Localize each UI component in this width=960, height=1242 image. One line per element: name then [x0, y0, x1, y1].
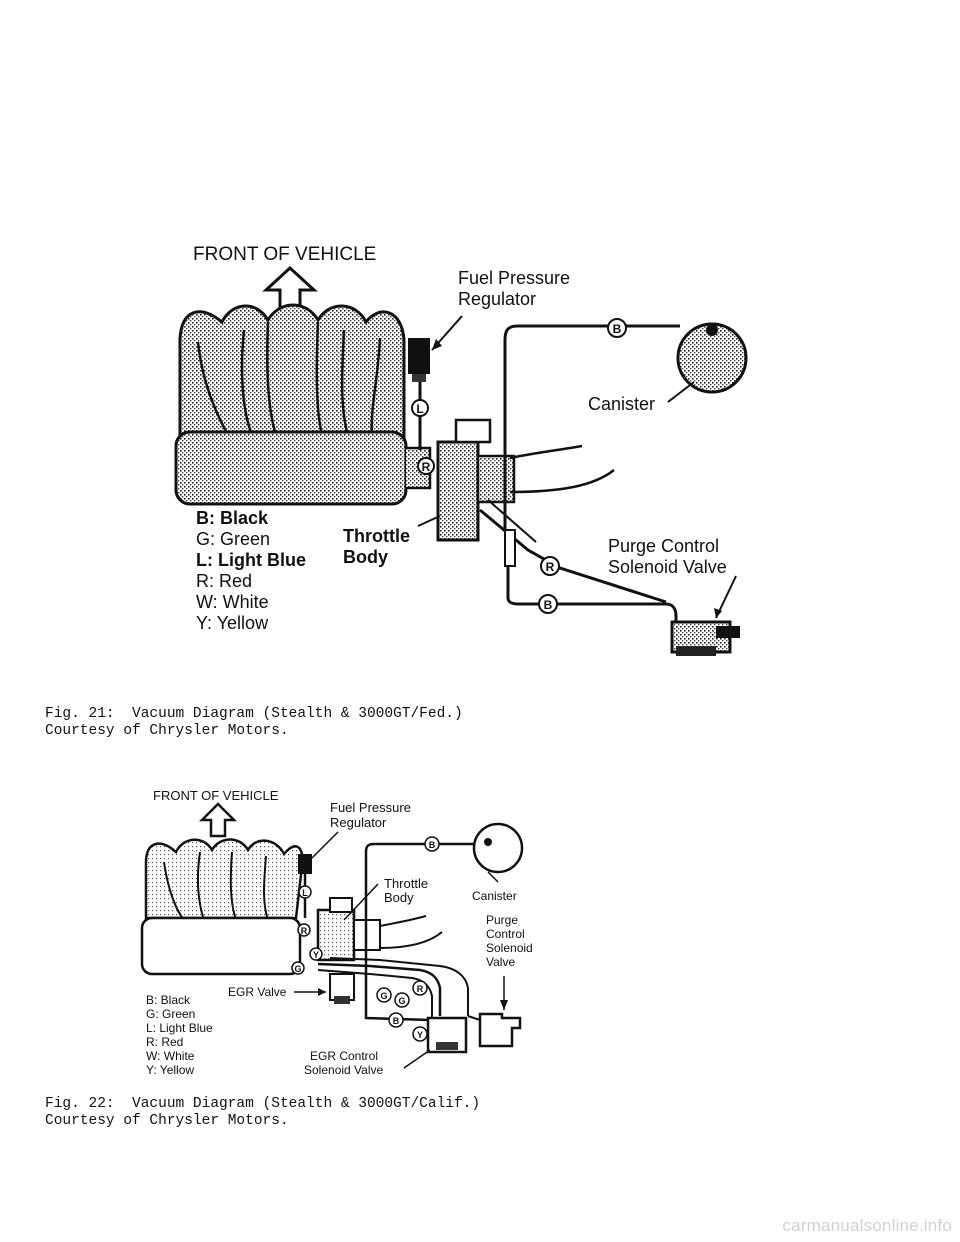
canister-label-2: Canister: [472, 889, 517, 903]
watermark: carmanualsonline.info: [782, 1216, 952, 1235]
figure-22-credit: Courtesy of Chrysler Motors.: [45, 1113, 289, 1129]
throttle-body: [436, 418, 516, 542]
hose-code-r-2: R: [546, 560, 555, 574]
figure-22-title: Fig. 22: Vacuum Diagram (Stealth & 3000G…: [45, 1096, 481, 1112]
legend-light-blue: L: Light Blue: [196, 550, 306, 570]
hose-code-g-1: G: [294, 964, 301, 974]
hose-code-b-1: B: [613, 322, 622, 336]
purge-control-solenoid-valve: [670, 620, 740, 656]
figure-21-credit: Courtesy of Chrysler Motors.: [45, 723, 289, 739]
egr-control-solenoid-valve: [426, 1016, 468, 1054]
hose-code-b-3: B: [429, 840, 436, 850]
hose-code-b-2: B: [544, 598, 553, 612]
legend-red-2: R: Red: [146, 1035, 183, 1049]
purge-control-label-2-3: Solenoid: [486, 941, 533, 955]
purge-control-label-2: Solenoid Valve: [608, 557, 727, 577]
hose-code-r-3: R: [301, 926, 308, 936]
legend-green-2: G: Green: [146, 1007, 195, 1021]
fuel-pressure-regulator-2: [298, 854, 312, 874]
legend-yellow-2: Y: Yellow: [146, 1063, 194, 1077]
intake-manifold-2: [140, 838, 304, 976]
purge-control-solenoid-valve-2: [478, 1012, 522, 1048]
purge-control-label-1: Purge Control: [608, 536, 719, 556]
figure-21-caption: Fig. 21: Vacuum Diagram (Stealth & 3000G…: [45, 706, 463, 740]
hose-code-l-2: L: [302, 888, 308, 898]
figure-21-title: Fig. 21: Vacuum Diagram (Stealth & 3000G…: [45, 706, 463, 722]
throttle-body-label-2-2: Body: [384, 890, 414, 905]
hose-code-b-4: B: [393, 1016, 400, 1026]
intake-manifold: [174, 303, 432, 506]
egr-control-label-1: EGR Control: [310, 1049, 378, 1063]
egr-valve-label: EGR Valve: [228, 985, 287, 999]
vacuum-diagram-calif: FRONT OF VEHICLE Fuel Pressure Regulator…: [140, 788, 533, 1077]
hose-code-y-1: Y: [313, 950, 319, 960]
legend-yellow: Y: Yellow: [196, 613, 269, 633]
color-legend-2: B: Black G: Green L: Light Blue R: Red W…: [146, 993, 213, 1077]
front-of-vehicle-label: FRONT OF VEHICLE: [193, 244, 376, 265]
purge-control-label-2-4: Valve: [486, 955, 515, 969]
hose-code-r-1: R: [422, 460, 431, 474]
color-legend: B: Black G: Green L: Light Blue R: Red W…: [196, 508, 306, 633]
hose-code-y-2: Y: [417, 1030, 423, 1040]
fuel-pressure-regulator-label-2: Regulator: [458, 289, 536, 309]
hose-code-l: L: [416, 402, 423, 416]
legend-black: B: Black: [196, 508, 269, 528]
fuel-pressure-regulator-label-1: Fuel Pressure: [458, 268, 570, 288]
canister-label: Canister: [588, 394, 655, 414]
figure-22-caption: Fig. 22: Vacuum Diagram (Stealth & 3000G…: [45, 1096, 480, 1130]
purge-control-label-2-1: Purge: [486, 913, 518, 927]
egr-valve: [329, 973, 355, 1004]
egr-control-label-2: Solenoid Valve: [304, 1063, 383, 1077]
hose-code-g-2: G: [380, 991, 387, 1001]
legend-light-blue-2: L: Light Blue: [146, 1021, 213, 1035]
fuel-pressure-regulator: [408, 338, 430, 382]
legend-red: R: Red: [196, 571, 252, 591]
hose-code-g-3: G: [398, 996, 405, 1006]
legend-black-2: B: Black: [146, 993, 191, 1007]
legend-green: G: Green: [196, 529, 270, 549]
throttle-body-2: [316, 897, 381, 962]
vacuum-diagram-fed: FRONT OF VEHICLE Fuel Pressure Regulator…: [174, 244, 748, 656]
canister: [676, 322, 748, 394]
canister-2: [472, 822, 524, 874]
fuel-pressure-regulator-label-2-2: Regulator: [330, 815, 387, 830]
legend-white: W: White: [196, 592, 269, 612]
purge-control-label-2-2: Control: [486, 927, 525, 941]
front-of-vehicle-label-2: FRONT OF VEHICLE: [153, 788, 279, 803]
throttle-body-label-1: Throttle: [343, 526, 410, 546]
legend-white-2: W: White: [146, 1049, 195, 1063]
hose-code-r-4: R: [417, 984, 424, 994]
throttle-body-label-2-1: Throttle: [384, 876, 428, 891]
front-arrow-icon-2: [198, 802, 238, 838]
fuel-pressure-regulator-label-2-1: Fuel Pressure: [330, 800, 411, 815]
throttle-body-label-2: Body: [343, 547, 388, 567]
